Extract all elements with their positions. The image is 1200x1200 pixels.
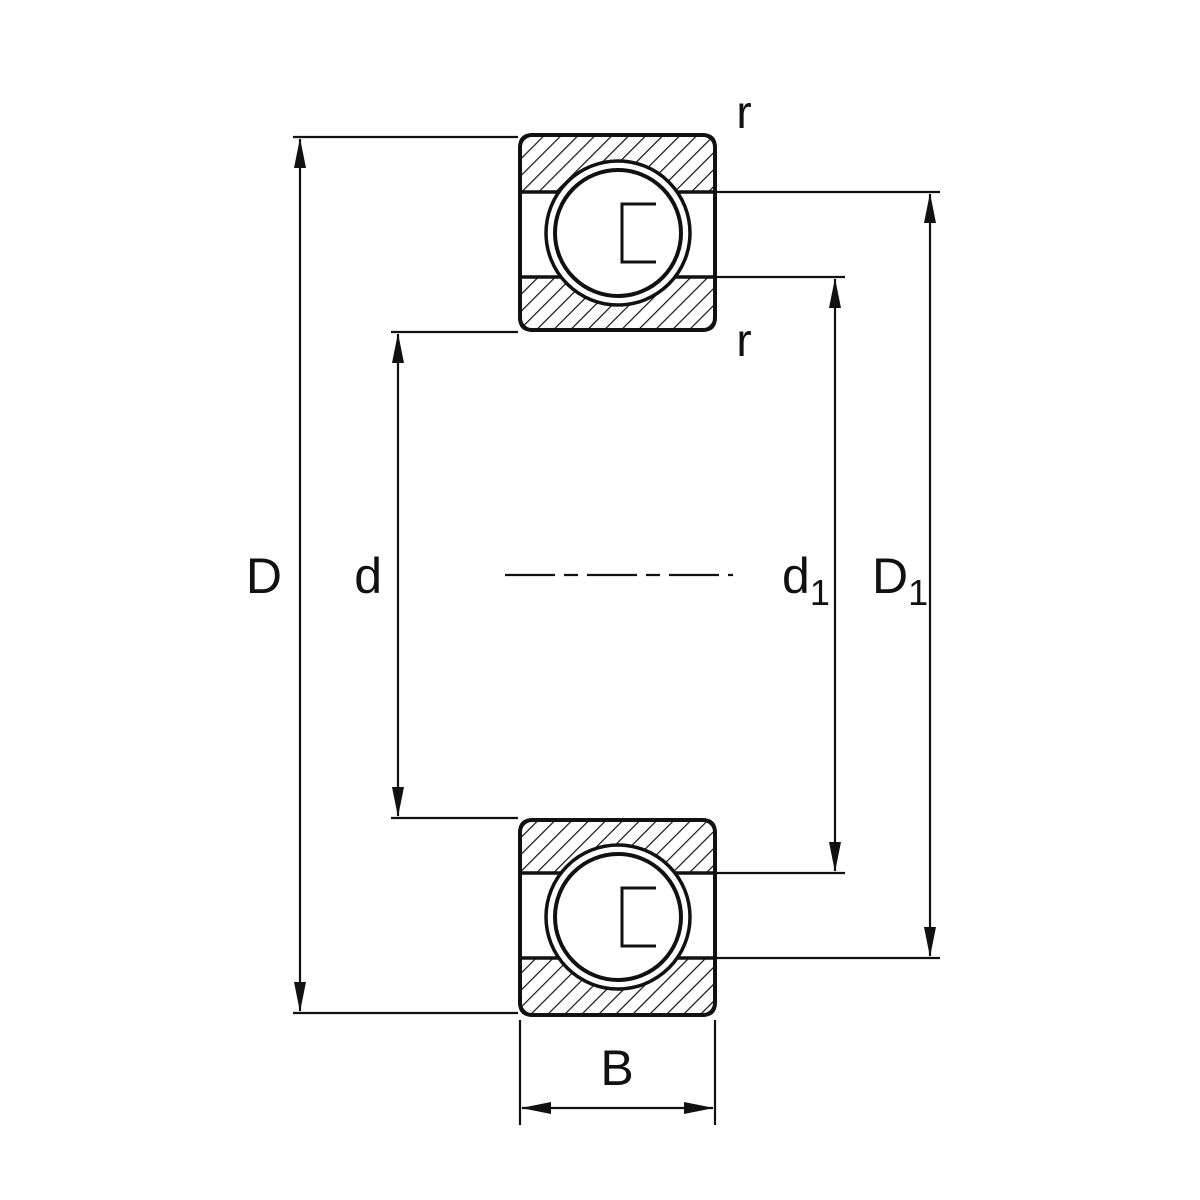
cage-bottom xyxy=(620,886,656,948)
top-section-outline xyxy=(518,133,717,332)
label-width-B: B xyxy=(600,1040,633,1096)
bearing-section-top xyxy=(518,133,717,332)
ball-top xyxy=(553,168,683,298)
label-shoulder-d1: d1 xyxy=(782,548,830,613)
label-outer-diameter-D: D xyxy=(246,548,282,604)
label-chamfer-r-inner: r xyxy=(736,314,751,366)
label-chamfer-r-top: r xyxy=(736,86,751,138)
label-shoulder-D1-main: D xyxy=(872,548,908,604)
cage-top xyxy=(620,202,656,264)
label-shoulder-d1-sub: 1 xyxy=(810,572,830,613)
label-shoulder-D1-sub: 1 xyxy=(908,572,928,613)
label-shoulder-D1: D1 xyxy=(872,548,928,613)
bearing-section-bottom xyxy=(518,818,717,1017)
ball-bottom xyxy=(553,852,683,982)
dimension-lines xyxy=(294,138,936,1114)
bottom-section-outline xyxy=(518,818,717,1017)
label-shoulder-d1-main: d xyxy=(782,548,810,604)
extension-lines xyxy=(293,135,940,1125)
label-bore-diameter-d: d xyxy=(354,548,382,604)
dimension-labels: D d d1 D1 B r r xyxy=(246,86,928,1096)
